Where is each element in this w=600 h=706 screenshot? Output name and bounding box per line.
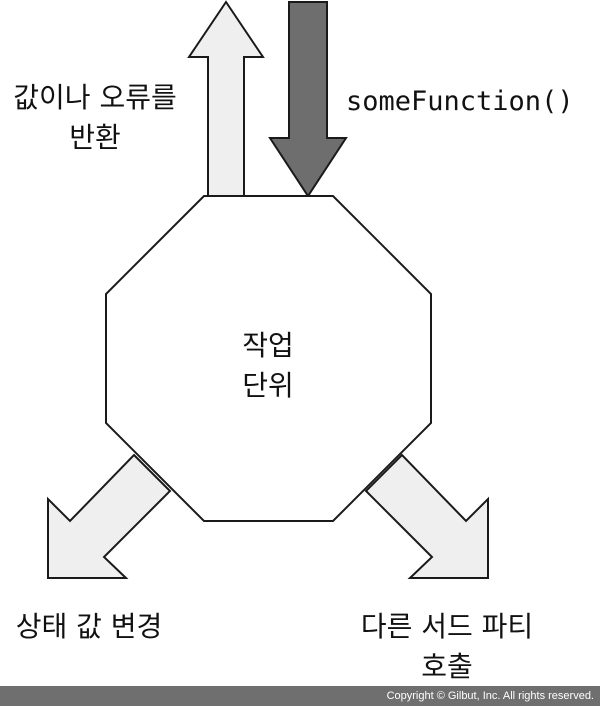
copyright-footer: Copyright © Gilbut, Inc. All rights rese…: [0, 686, 600, 706]
function-call-label: someFunction(): [346, 86, 574, 117]
copyright-text: Copyright © Gilbut, Inc. All rights rese…: [386, 690, 594, 702]
return-value-label-line1: 값이나 오류를: [13, 81, 177, 114]
return-value-label-line2: 반환: [69, 121, 121, 154]
unit-of-work-label-line1: 작업: [242, 329, 294, 362]
return-value-arrow: [187, 0, 265, 197]
third-party-call-label-line2: 호출: [421, 650, 473, 683]
change-state-label: 상태 값 변경: [15, 610, 163, 643]
unit-of-work-label-line2: 단위: [242, 369, 294, 402]
unit-of-work-octagon: [105, 195, 432, 522]
unit-of-work-label: 작업 단위: [188, 326, 348, 406]
third-party-call-label-line1: 다른 서드 파티: [360, 610, 534, 643]
function-call-arrow: [268, 1, 348, 198]
change-state-arrow: [47, 453, 172, 579]
unit-of-work-diagram: [47, 0, 489, 579]
third-party-call-arrow: [364, 453, 489, 579]
return-value-label: 값이나 오류를 반환: [0, 78, 190, 158]
third-party-call-label: 다른 서드 파티 호출: [340, 607, 554, 687]
